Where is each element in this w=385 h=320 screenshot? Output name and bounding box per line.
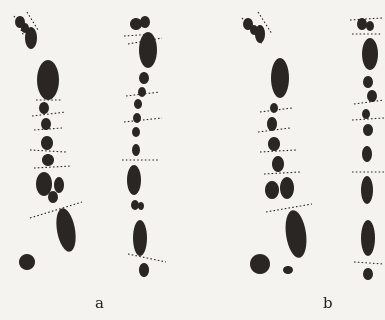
chromosome-a-right bbox=[122, 16, 166, 277]
segment bbox=[283, 266, 293, 274]
segment bbox=[362, 146, 372, 162]
dotted-line bbox=[350, 18, 382, 20]
panel-b: b bbox=[192, 0, 385, 320]
segment bbox=[271, 58, 289, 98]
segment bbox=[361, 220, 375, 256]
segment bbox=[132, 127, 140, 137]
segment bbox=[41, 136, 53, 150]
segment bbox=[25, 27, 37, 49]
segment bbox=[36, 172, 52, 196]
dotted-line bbox=[32, 112, 66, 116]
segment bbox=[283, 209, 309, 259]
segment bbox=[130, 18, 142, 30]
dotted-line bbox=[260, 150, 296, 152]
segment bbox=[363, 124, 373, 136]
segment bbox=[53, 207, 78, 253]
segment bbox=[366, 21, 374, 31]
dotted-line bbox=[124, 118, 162, 122]
dotted-line bbox=[30, 150, 66, 152]
panel-b-label: b bbox=[323, 294, 333, 312]
segment bbox=[139, 32, 157, 68]
segment bbox=[134, 99, 142, 109]
segment bbox=[280, 177, 294, 199]
segment bbox=[42, 154, 54, 166]
chromosome-a-left bbox=[14, 12, 82, 270]
segment bbox=[139, 263, 149, 277]
panel-b-drawing bbox=[192, 0, 385, 300]
segment bbox=[138, 202, 144, 210]
dotted-line bbox=[264, 172, 300, 174]
chromosome-b-right bbox=[350, 18, 384, 280]
segment bbox=[265, 181, 279, 199]
segment bbox=[133, 220, 147, 256]
dotted-line bbox=[30, 202, 82, 218]
segment bbox=[361, 176, 373, 204]
segment bbox=[139, 72, 149, 84]
segment bbox=[127, 165, 141, 195]
segment bbox=[255, 25, 265, 43]
dotted-line bbox=[354, 262, 384, 264]
segment bbox=[362, 109, 370, 119]
panel-a-drawing bbox=[0, 0, 192, 300]
segment bbox=[140, 16, 150, 28]
segment bbox=[48, 191, 58, 203]
panel-a-label: a bbox=[95, 294, 104, 312]
dotted-line bbox=[34, 166, 72, 168]
segment bbox=[19, 254, 35, 270]
dotted-line bbox=[266, 204, 312, 212]
segment bbox=[54, 177, 64, 193]
segment bbox=[363, 268, 373, 280]
segment bbox=[132, 144, 140, 156]
segment bbox=[131, 200, 139, 210]
panel-a: a bbox=[0, 0, 192, 320]
dotted-line bbox=[128, 254, 166, 262]
segment bbox=[138, 87, 146, 97]
segment bbox=[267, 117, 277, 131]
segment bbox=[270, 103, 278, 113]
segment bbox=[367, 90, 377, 102]
segment bbox=[41, 118, 51, 130]
segment bbox=[268, 137, 280, 151]
segment bbox=[363, 76, 373, 88]
segment bbox=[272, 156, 284, 172]
chromosome-b-left bbox=[242, 12, 312, 274]
segment bbox=[133, 113, 141, 123]
segment bbox=[362, 38, 378, 70]
segment bbox=[250, 254, 270, 274]
segment bbox=[39, 102, 49, 114]
segment bbox=[37, 60, 59, 100]
